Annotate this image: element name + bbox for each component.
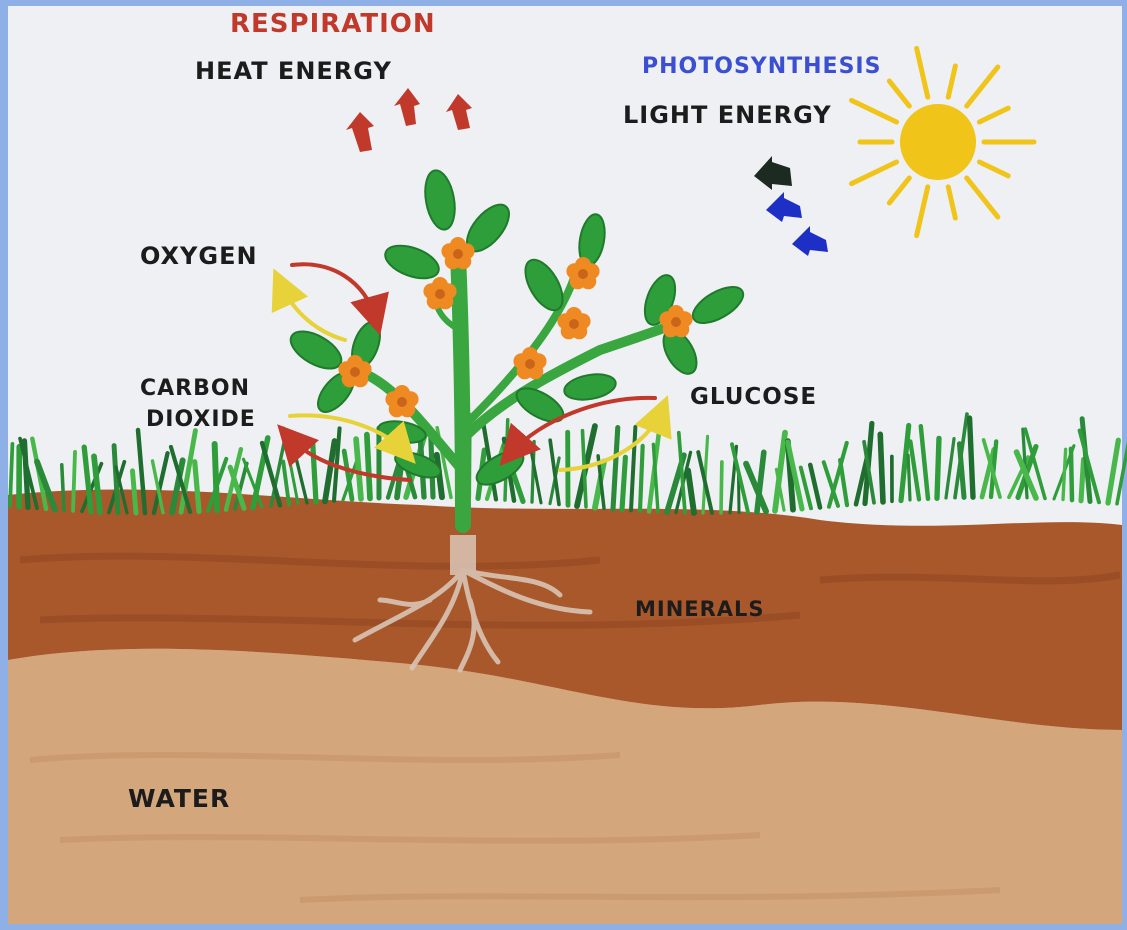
light-energy-label: LIGHT ENERGY <box>623 102 832 128</box>
oxygen-label: OXYGEN <box>140 243 258 269</box>
minerals-label: MINERALS <box>635 598 765 621</box>
respiration-label: RESPIRATION <box>230 10 436 39</box>
glucose-label: GLUCOSE <box>690 385 817 410</box>
carbon-dioxide-label-line1: CARBON <box>140 377 250 401</box>
water-label: WATER <box>128 785 230 813</box>
photosynthesis-label: PHOTOSYNTHESIS <box>642 55 881 79</box>
heat-energy-label: HEAT ENERGY <box>195 58 392 84</box>
carbon-dioxide-label-line2: DIOXIDE <box>146 408 256 432</box>
